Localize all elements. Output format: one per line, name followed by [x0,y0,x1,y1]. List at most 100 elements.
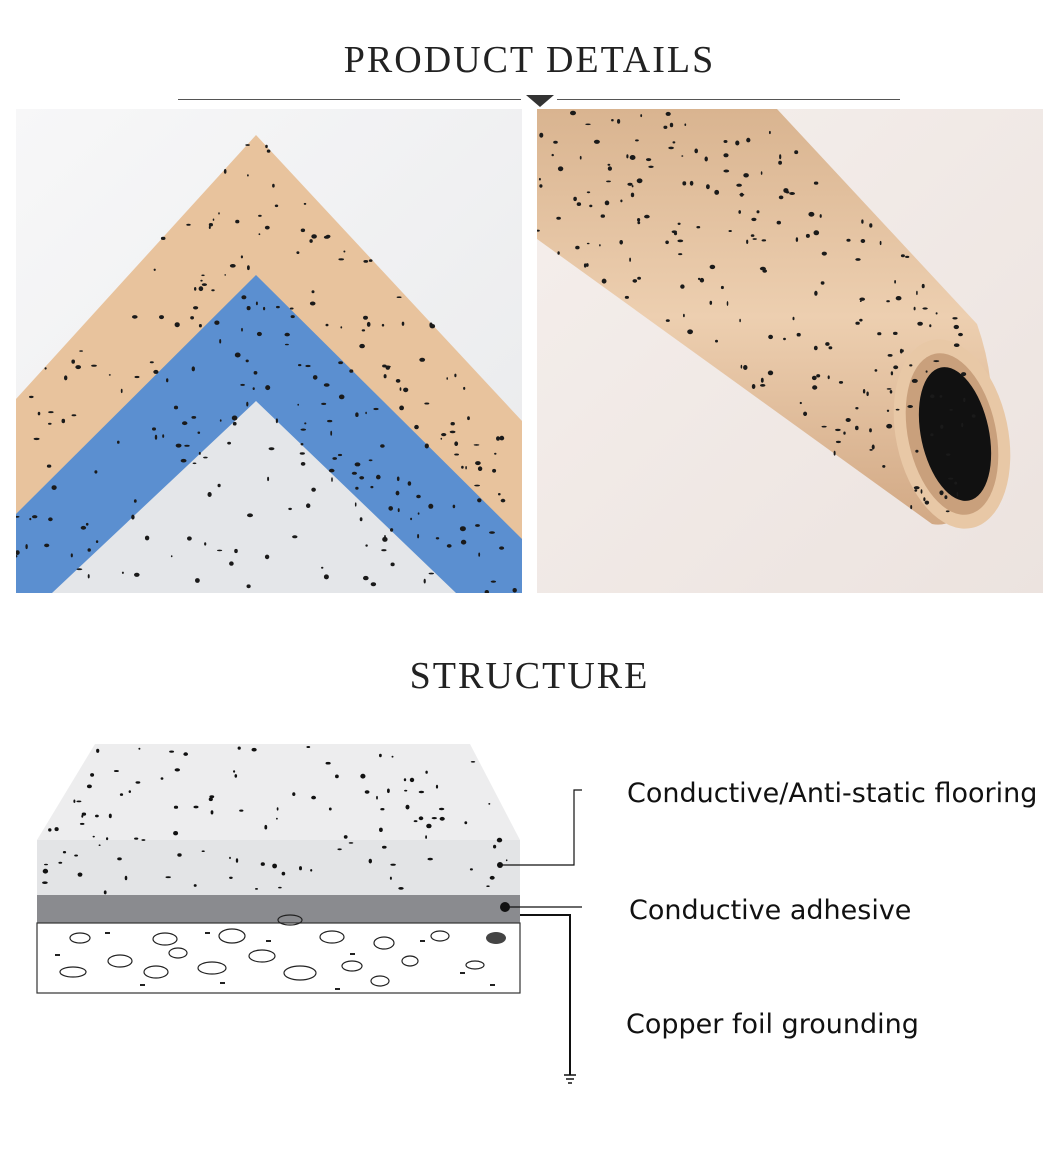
speckle [813,345,818,351]
speckle [537,229,540,232]
speckle [388,506,394,511]
speckle [677,239,684,243]
speckle [382,536,388,542]
speckle [629,155,636,160]
speckle [913,306,916,311]
speckle [859,300,862,302]
speckle [128,790,131,793]
speckle [954,481,958,485]
speckle [644,214,650,219]
speckle [204,542,207,546]
speckle [397,508,400,513]
speckle [407,481,412,486]
speckle [300,228,306,233]
speckle [170,555,173,558]
speckle [428,572,434,575]
speckle [699,277,705,283]
speckle [234,774,238,778]
speckle [886,300,890,303]
speckle [276,305,280,309]
speckle [869,449,873,451]
speckle [46,464,52,468]
speckle [669,122,674,128]
speckle [933,360,940,363]
speckle [803,411,808,416]
speckle [492,468,497,473]
speckle [819,214,822,218]
speckle [838,381,844,384]
speckle [234,548,238,554]
speckle [739,318,741,323]
speckle [489,875,495,880]
speckle [478,552,481,557]
bubble [430,930,450,942]
bubble [465,960,485,970]
speckle [187,536,192,541]
speckle [617,119,621,124]
speckle [720,285,724,290]
speckle [539,132,544,138]
speckle [321,402,327,405]
speckle [292,535,298,539]
speckle [258,233,261,236]
speckle [750,234,755,237]
speckle [714,189,720,195]
speckle [697,277,701,281]
speckle [910,505,913,510]
speckle [390,562,395,567]
speckle [276,807,279,811]
speckle [496,436,500,441]
speckle [95,540,99,543]
speckle [869,428,872,433]
speckle [58,861,63,864]
speckle [233,770,236,773]
speckle [260,862,265,866]
speckle [390,863,396,866]
speckle [274,204,279,208]
speckle [886,423,893,429]
bubble [401,955,419,967]
speckle [174,322,180,328]
bubble [69,932,91,944]
title-divider-pointer [526,95,554,107]
speckle [363,260,369,263]
speckle [512,588,517,593]
speckle [894,280,896,284]
speckle [846,238,851,242]
speckle [106,837,109,841]
speckle [893,365,899,370]
speckle [678,253,683,256]
speckle [263,306,266,311]
speckle [310,869,313,872]
speckle [312,375,318,380]
speckle [330,430,333,436]
flooring-front-face [37,840,520,895]
speckle [899,348,903,354]
speckle [709,300,713,305]
speckle [75,365,81,370]
speckle [694,148,698,154]
speckle [553,140,558,144]
speckle [601,278,607,284]
speckle [71,359,75,364]
speckle [435,784,439,789]
speckle [905,255,910,258]
speckle [403,387,409,393]
speckle [424,402,430,405]
speckle [607,163,611,166]
speckle [913,486,920,490]
speckle [607,166,612,171]
speckle [48,422,52,425]
speckle [246,401,249,407]
speckle [210,810,214,815]
speckle [208,797,213,802]
speckle [44,863,48,866]
speckle [783,337,786,341]
speckle [871,444,875,450]
speckle [696,226,701,229]
speckle [635,139,639,142]
speckle [909,364,913,367]
speckle [632,279,638,283]
speckle [382,845,387,849]
speckle [134,837,139,840]
